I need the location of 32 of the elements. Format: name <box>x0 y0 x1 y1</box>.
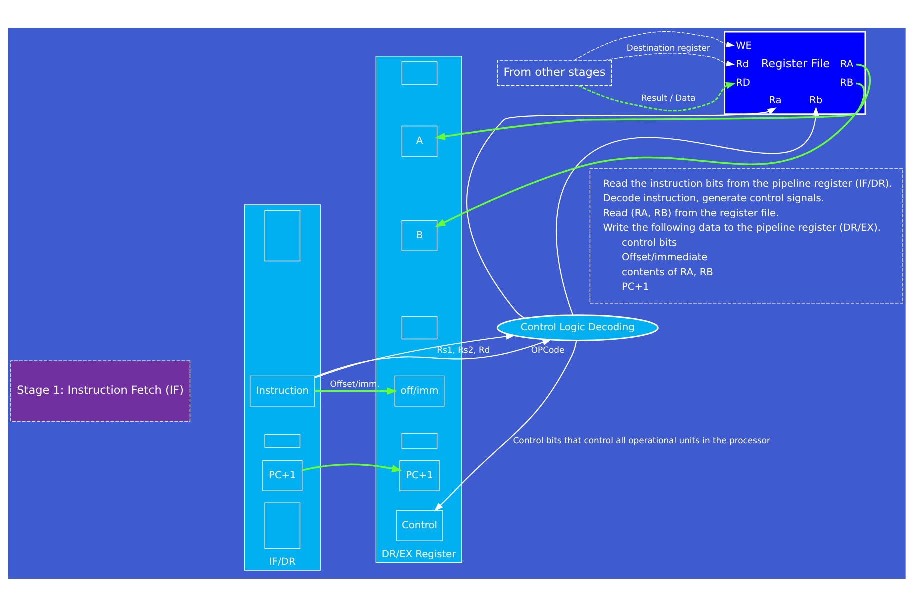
arrow <box>302 464 403 472</box>
node-box: Instruction <box>250 376 316 407</box>
arrow <box>315 388 398 395</box>
node-box: PC+1 <box>400 460 440 492</box>
node-box <box>264 210 301 262</box>
arrow <box>314 334 516 379</box>
arrow <box>434 64 871 140</box>
node-box <box>402 316 438 340</box>
arrow <box>435 82 866 228</box>
edge-label: Result / Data <box>641 93 696 104</box>
node-box: Control <box>396 510 444 542</box>
arrow <box>604 53 736 67</box>
node-box: B <box>402 220 438 252</box>
arrow <box>314 339 552 378</box>
node-box: From other stages <box>497 60 612 86</box>
node-box: Read the instruction bits from the pipeline register (IF/DR). Decode instruction, generate control signals. Read (RA, RB) from the register file. Write the following data to the pipeline register (DR/EX). control bits Offset/immediate contents of RA, RB PC+1 <box>590 168 904 304</box>
arrow <box>466 108 777 319</box>
node-box <box>264 502 301 550</box>
arrow <box>578 82 736 112</box>
arrow <box>434 340 578 512</box>
node-box <box>402 62 438 85</box>
node-box: A <box>402 126 438 157</box>
edge-label: Destination register <box>626 43 710 54</box>
node-box: PC+1 <box>262 460 303 492</box>
edge-label: Control bits that control all operational units in the processor <box>513 435 770 446</box>
arrow <box>574 32 736 61</box>
edge-label: OPCode <box>531 345 565 356</box>
arrow <box>556 106 820 316</box>
node-box: off/imm <box>394 376 445 407</box>
node-box: Stage 1: Instruction Fetch (IF) <box>10 360 191 422</box>
node-box <box>402 433 438 450</box>
node-box <box>264 434 301 448</box>
